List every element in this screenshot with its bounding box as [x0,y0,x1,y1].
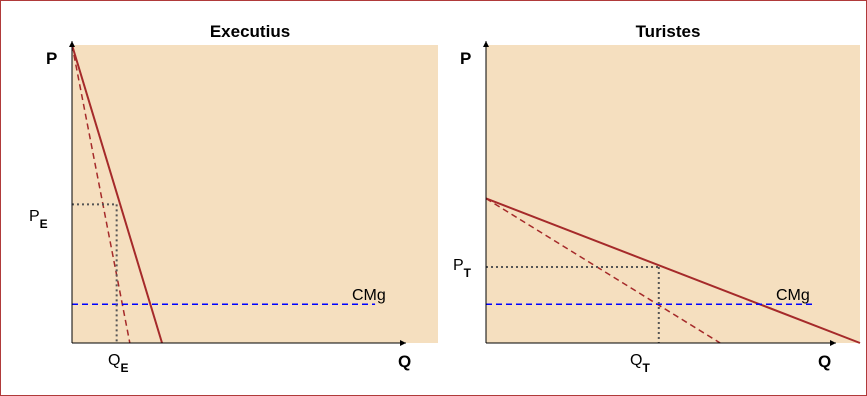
quantity-label-sub: E [120,361,128,375]
quantity-label: QT [630,352,650,375]
x-axis-label: Q [818,352,831,371]
panel-executius: Executius P Q CMg PE QE [29,22,438,375]
x-axis-arrow [400,340,406,346]
x-axis-label: Q [398,352,411,371]
x-axis-arrow [830,340,836,346]
y-axis-arrow [69,41,75,47]
y-axis-label: P [46,49,57,68]
quantity-label-sub: T [642,361,650,375]
quantity-label: QE [108,352,128,375]
plot-background [486,45,860,343]
chart-title: Executius [210,22,290,41]
plot-background [72,45,438,343]
price-label-sub: E [40,217,48,231]
y-axis-label: P [460,49,471,68]
quantity-label-main: Q [108,352,120,369]
chart-title: Turistes [636,22,701,41]
cost-curve-label: CMg [352,287,386,304]
demand-curve [485,197,861,344]
price-label-sub: T [464,266,472,280]
y-axis-arrow [483,41,489,47]
price-label: PE [29,208,48,231]
demand-curve [71,44,163,344]
marginal-revenue-curve [485,197,721,344]
marginal-revenue-curve [71,44,131,344]
quantity-label-main: Q [630,352,642,369]
price-label: PT [453,257,472,280]
cost-curve-label: CMg [776,287,810,304]
price-label-main: P [453,257,464,274]
panel-turistes: Turistes P Q CMg PT QT [453,22,861,375]
price-label-main: P [29,208,40,225]
